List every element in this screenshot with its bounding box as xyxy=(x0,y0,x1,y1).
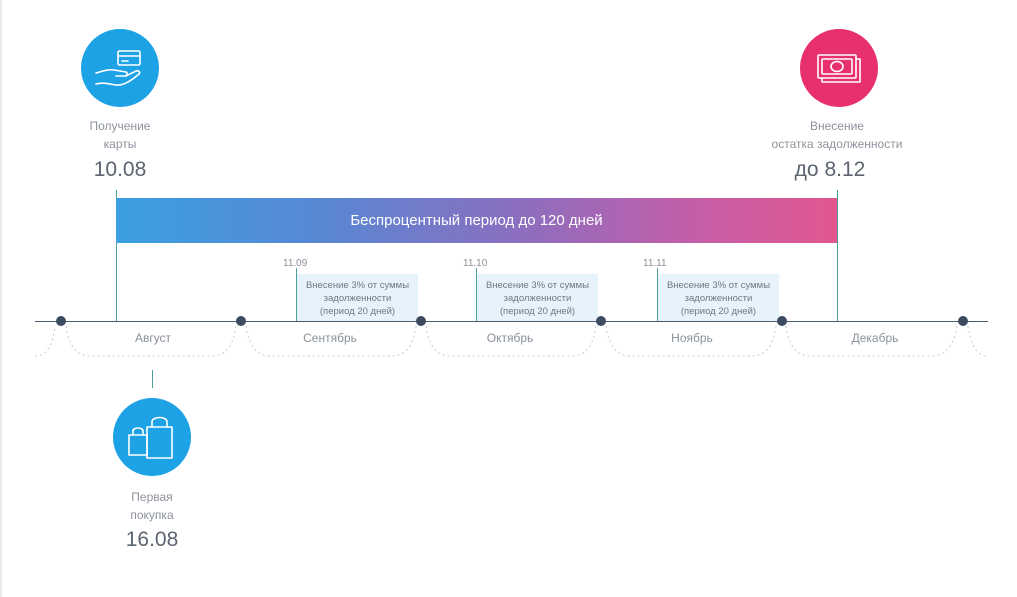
debt-payment-caption: Внесение остатка задолженности xyxy=(771,119,903,151)
payment-tick xyxy=(296,268,297,321)
payment-tick xyxy=(657,268,658,321)
first-purchase-circle xyxy=(113,398,191,476)
first-purchase-caption: Первая покупка xyxy=(130,490,174,522)
month-october: Октябрь xyxy=(486,331,534,345)
timeline-dot xyxy=(236,316,246,326)
shopping-bags-icon xyxy=(128,416,173,459)
hand-card-icon xyxy=(95,50,141,86)
payment-note: Внесение 3% от суммы задолженности (пери… xyxy=(658,274,779,322)
cash-icon xyxy=(817,54,861,83)
first-purchase-marker xyxy=(152,370,153,388)
first-purchase-date: 16.08 xyxy=(125,528,179,551)
payment-note: Внесение 3% от суммы задолженности (пери… xyxy=(297,274,418,322)
payment-date: 11.11 xyxy=(643,258,667,269)
timeline-dot xyxy=(416,316,426,326)
payment-note: Внесение 3% от суммы задолженности (пери… xyxy=(477,274,598,322)
card-received-date: 10.08 xyxy=(93,158,147,181)
debt-payment-circle xyxy=(800,29,878,107)
month-november: Ноябрь xyxy=(671,331,713,345)
month-december: Декабрь xyxy=(851,331,899,345)
payment-tick xyxy=(476,268,477,321)
timeline-axis xyxy=(35,321,988,322)
payment-date: 11.10 xyxy=(463,258,488,269)
page-left-border xyxy=(0,0,2,597)
period-end-line xyxy=(837,190,838,321)
card-received-caption: Получение карты xyxy=(89,119,151,151)
card-received-circle xyxy=(81,29,159,107)
interest-free-period-bar: Беспроцентный период до 120 дней xyxy=(116,198,837,243)
month-august: Август xyxy=(134,331,172,345)
timeline-dot xyxy=(596,316,606,326)
timeline-dot xyxy=(777,316,787,326)
timeline-dot xyxy=(56,316,66,326)
period-start-line xyxy=(116,190,117,321)
timeline-dot xyxy=(958,316,968,326)
debt-payment-date: до 8.12 xyxy=(794,158,866,181)
payment-date: 11.09 xyxy=(283,258,308,269)
month-september: Сентябрь xyxy=(303,331,357,345)
